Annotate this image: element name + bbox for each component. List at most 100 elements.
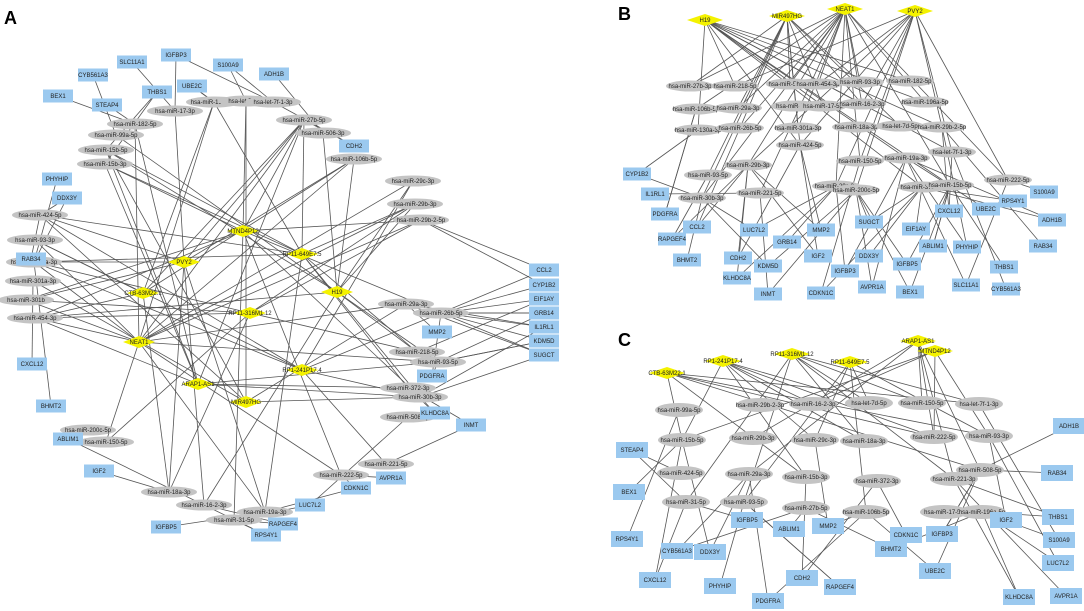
mirna-label: hsa-miR-222-5p [319,473,363,479]
gene-label: LUC7L2 [299,503,322,509]
interaction-edge [636,129,699,175]
gene-label: RAB34 [21,257,41,263]
gene-label: KLHDC8A [1005,595,1033,601]
lncrna-label: H19 [699,18,711,24]
gene-node [651,207,679,221]
lncrna-node [227,225,259,237]
lncrna-label: CTB-63M22.1 [124,291,162,297]
gene-node [919,239,947,253]
mirna-node [876,120,924,132]
interaction-edge [264,253,303,513]
interaction-edge [105,312,251,443]
mirna-label: hsa-miR-99a-5p [657,408,701,414]
gene-node [1038,213,1066,227]
interaction-edge [701,197,769,267]
mirna-label: hsa-miR-15b-3p [83,162,127,168]
interaction-edge [676,473,750,552]
mirna-label: hsa-miR-29b-3p [731,436,775,442]
interaction-edge [105,149,338,293]
mirna-node [774,122,822,134]
interaction-edge [666,372,981,471]
mirna-label: hsa-miR-93-5p [418,360,458,366]
gene-label: KLHDC8A [421,411,449,417]
lncrna-label: PVY2 [176,260,192,266]
interaction-edge [747,164,822,231]
gene-label: IGFBP5 [736,518,758,524]
mirna-node [724,159,772,171]
lncrna-label: ARAP1-AS1 [181,382,215,388]
edges-a [25,54,545,536]
gene-node [268,517,298,531]
interaction-edge [440,312,545,342]
gene-node [704,578,736,594]
mirna-label: hsa-miR-424-5p [659,471,703,477]
gene-node [807,223,835,237]
interaction-edge [844,8,951,186]
interaction-edge [213,101,303,255]
lncrna-node [123,336,155,348]
mirna-node [926,179,974,191]
mirna-label: hsa-let-7d-5p [851,401,887,407]
interaction-edge [791,353,955,480]
mirna-node [655,403,703,417]
interaction-edge [689,8,846,87]
mirna-node [7,234,63,246]
interaction-edge [34,291,338,319]
interaction-edge [817,8,846,85]
gene-node [84,464,114,478]
gene-label: RPS4Y1 [1001,199,1025,205]
lncrna-node [900,335,936,347]
gene-node [1042,555,1074,571]
gene-node [641,187,669,201]
mirna-label: hsa-miR-29b-3p [393,202,437,208]
interaction-edge [628,439,683,493]
lncrna-label: RP11-649E7.5 [283,252,323,258]
lncrna-node [234,307,266,319]
lncrna-label: MTND4P12 [919,349,951,355]
mirna-label: hsa-miR-222-5p [986,178,1030,184]
interaction-edge [707,15,788,176]
interaction-edge [791,353,870,404]
mirna-node [666,80,714,92]
interaction-edge [115,134,338,293]
mirna-label: hsa-miR-18a-3p [147,490,191,496]
interaction-edge [138,158,355,343]
gene-label: CDKN1C [344,486,369,492]
interaction-edge [981,511,1020,598]
mirna-node [672,103,720,115]
interaction-edge [34,317,199,385]
interaction-edge [909,184,951,293]
gene-label: IGFBP3 [165,53,187,59]
interaction-edge [988,435,1007,521]
gene-label: PDGFRA [755,599,780,605]
interaction-edge [844,8,926,103]
lncrna-node [286,364,318,376]
gene-node [456,418,486,432]
gene-label: CDKN1C [894,533,919,539]
mirna-label: hsa-miR-29c-3p [794,438,837,444]
mirna-node [720,495,768,509]
gene-node [673,253,701,267]
mirna-node [791,433,839,447]
mirna-label: hsa-miR-454-3p [796,82,840,88]
gene-label: MMP2 [819,524,837,530]
lncrna-node [832,356,868,368]
mirna-label: hsa-miR-19a-3p [884,156,928,162]
gene-label: IL1RL1 [645,192,665,198]
mirna-label: hsa-miR-15b-5p [928,183,972,189]
gene-label: LUC7L2 [743,228,766,234]
gene-node [1050,588,1082,604]
mirna-label: hsa-miR-93-5p [688,173,728,179]
gene-node [117,55,147,69]
gene-label: THBS1 [147,90,167,96]
gene-label: DDX3Y [700,550,720,556]
mirna-label: hsa-miR-150-5p [900,401,944,407]
gene-label: PHYHIP [709,584,731,590]
gene-label: RAB34 [1047,471,1067,477]
interaction-edge [934,350,990,437]
interaction-edge [309,416,409,506]
lncrna-label: RP11-316M1.12 [770,352,814,358]
gene-label: INMT [761,292,776,298]
gene-label: BEX1 [621,490,637,496]
